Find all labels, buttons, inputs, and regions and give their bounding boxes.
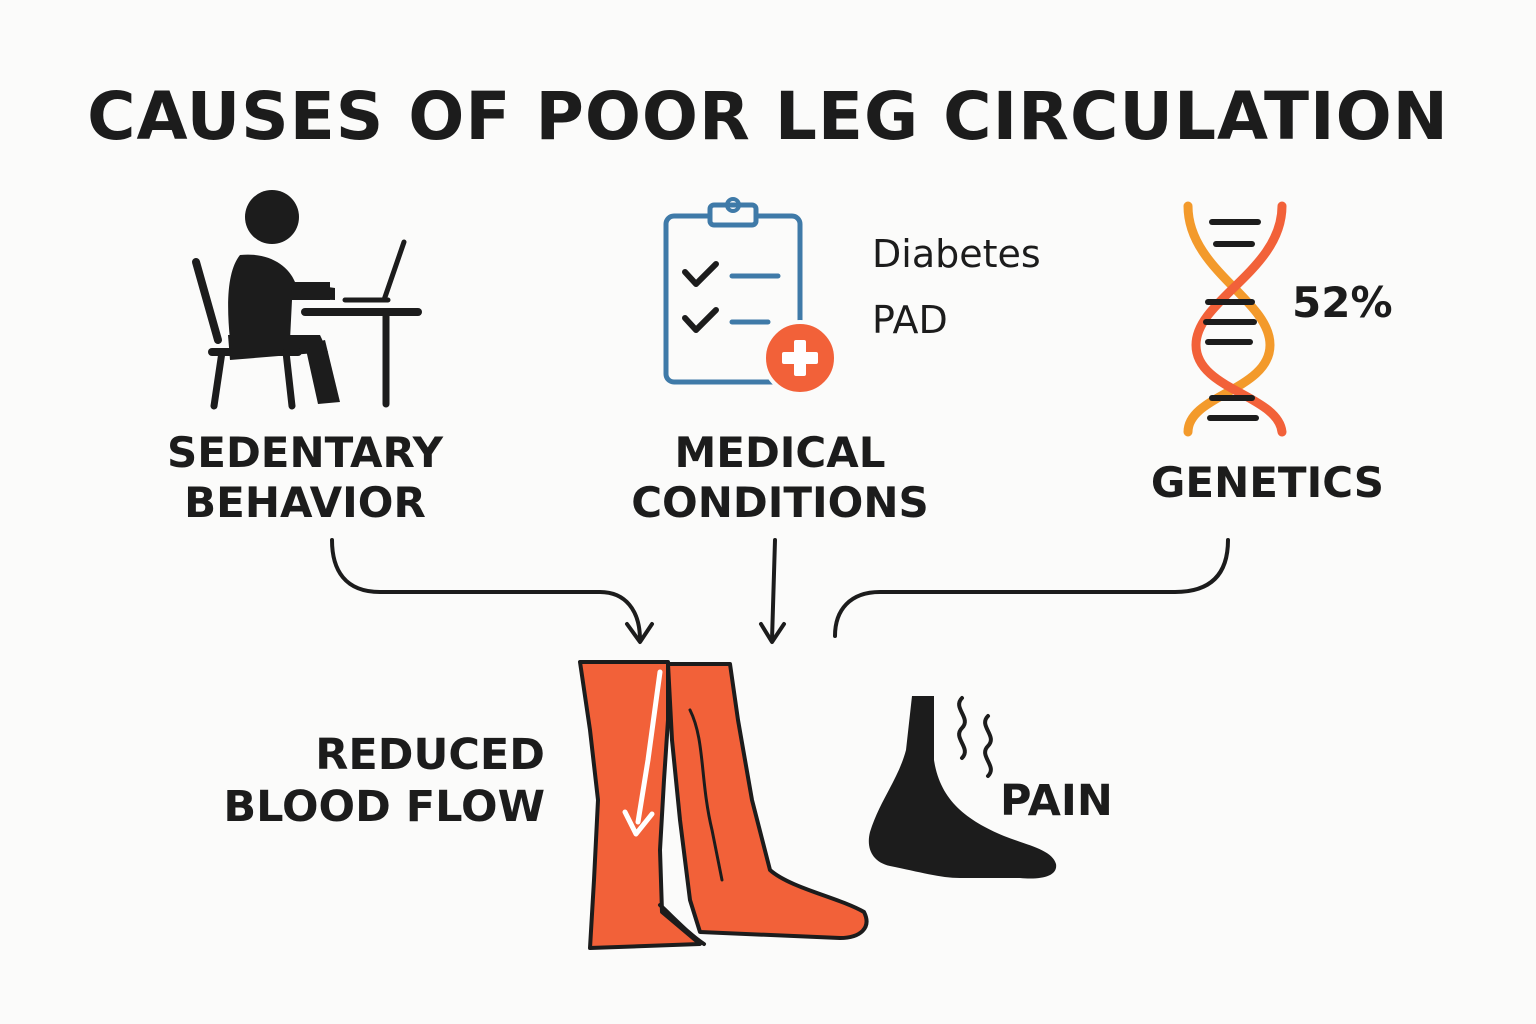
- genetics-label: GENETICS: [1150, 458, 1385, 507]
- condition-diabetes: Diabetes: [872, 232, 1041, 276]
- condition-pad: PAD: [872, 298, 948, 342]
- reduced-label-line2: BLOOD FLOW: [223, 781, 545, 832]
- person-at-desk-icon: [192, 190, 422, 410]
- reduced-label-line1: REDUCED: [315, 730, 545, 780]
- dna-icon: [1183, 201, 1287, 437]
- sedentary-label-line1: SEDENTARY: [167, 428, 443, 477]
- pain-label: PAIN: [1000, 776, 1113, 826]
- genetics-percentage: 52%: [1292, 278, 1393, 327]
- page-title: CAUSES OF POOR LEG CIRCULATION: [87, 78, 1449, 155]
- legs-icon: [578, 660, 869, 950]
- reduced-blood-flow-label: REDUCED BLOOD FLOW: [200, 730, 545, 833]
- medical-clipboard-icon: [663, 197, 838, 396]
- medical-label-line1: MEDICAL: [674, 428, 886, 477]
- medical-conditions-label: MEDICAL CONDITIONS: [620, 428, 940, 529]
- arrow-genetics-to-legs: [833, 538, 1230, 638]
- sedentary-behavior-label: SEDENTARY BEHAVIOR: [150, 428, 460, 529]
- sedentary-label-line2: BEHAVIOR: [184, 478, 426, 528]
- arrow-medical-to-legs: [770, 538, 777, 642]
- painful-foot-icon: [868, 696, 1057, 879]
- medical-label-line2: CONDITIONS: [631, 478, 929, 528]
- arrow-sedentary-to-legs: [330, 538, 642, 642]
